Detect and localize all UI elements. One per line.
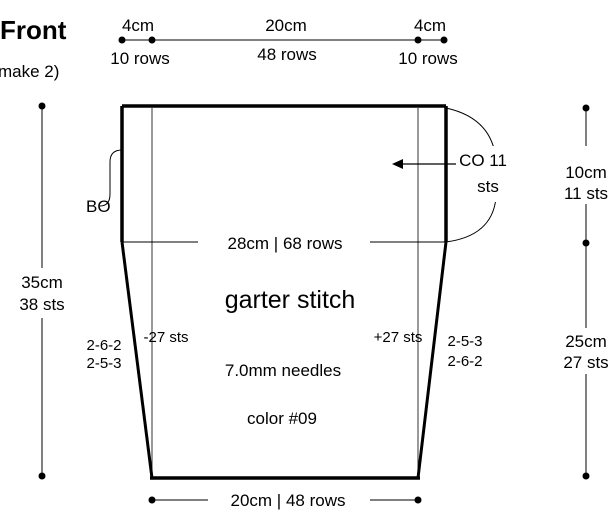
- top-left-cm: 4cm: [122, 16, 154, 35]
- dim-dot: [38, 102, 46, 110]
- bottom-width-label: 20cm | 48 rows: [231, 491, 346, 510]
- dim-dot: [148, 36, 156, 44]
- stitch-type: garter stitch: [225, 286, 356, 314]
- top-middle-rows: 48 rows: [257, 45, 317, 64]
- dim-dot: [118, 36, 126, 44]
- left-shaping-line2: 2-5-3: [86, 355, 121, 372]
- left-decrease-count: -27 sts: [143, 329, 188, 346]
- top-right-rows: 10 rows: [398, 49, 458, 68]
- bind-off-bracket: [99, 149, 123, 207]
- cast-on-line1: CO 11: [459, 151, 507, 170]
- bind-off-label: BO: [86, 197, 111, 216]
- top-dimension-line: [118, 36, 448, 44]
- right-lower-cm: 25cm: [565, 332, 607, 351]
- top-left-rows: 10 rows: [110, 49, 170, 68]
- right-dimension-line: [552, 104, 614, 480]
- dim-dot: [414, 36, 422, 44]
- yarn-color: color #09: [247, 409, 317, 428]
- cast-on-line2: sts: [477, 177, 499, 196]
- right-increase-count: +27 sts: [374, 329, 423, 346]
- garment-outline: [120, 104, 448, 480]
- pattern-title: Front: [0, 15, 67, 45]
- left-cm: 35cm: [21, 273, 63, 292]
- pattern-subtitle: make 2): [0, 62, 59, 81]
- dim-dot: [440, 36, 448, 44]
- right-upper-cm: 10cm: [565, 163, 607, 182]
- left-sts: 38 sts: [19, 295, 64, 314]
- right-shaping-line2: 2-6-2: [447, 353, 482, 370]
- top-middle-cm: 20cm: [265, 16, 307, 35]
- right-upper-sts: 11 sts: [564, 184, 608, 203]
- dim-dot: [148, 496, 156, 504]
- top-right-cm: 4cm: [414, 16, 446, 35]
- arrow-left-icon: [392, 159, 403, 169]
- dim-dot: [38, 472, 46, 480]
- right-lower-sts: 27 sts: [563, 353, 608, 372]
- left-dimension-line: [12, 102, 74, 480]
- right-shaping-line1: 2-5-3: [447, 333, 482, 350]
- left-shaping-line1: 2-6-2: [86, 337, 121, 354]
- dim-dot: [582, 472, 590, 480]
- bottom-dimension-line: [148, 488, 422, 512]
- width-label: 28cm | 68 rows: [228, 234, 343, 253]
- dim-dot: [414, 496, 422, 504]
- dim-dot: [582, 239, 590, 247]
- needle-size: 7.0mm needles: [225, 361, 341, 380]
- dim-dot: [582, 104, 590, 112]
